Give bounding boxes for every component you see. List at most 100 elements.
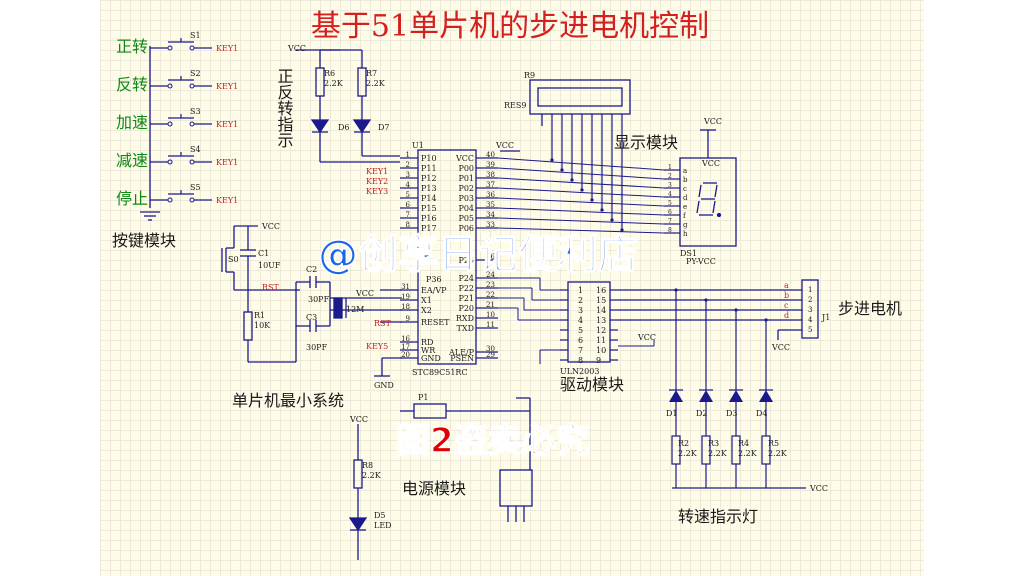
uln-left-pin-num: 1 [578, 286, 583, 295]
mcu-left-pin-num: 1 [406, 151, 410, 159]
mcu-right-pin-name: RXD [456, 314, 474, 323]
mcu-left-pin-name: P14 [421, 194, 437, 203]
mcu-right-pin-num: 21 [486, 301, 495, 309]
c3-ref: C3 [306, 313, 317, 322]
mcu-right-pin-num: 38 [486, 171, 495, 179]
mcu-left-pin-name: WR [421, 346, 436, 355]
speed-res-value: 2.2K [708, 449, 728, 458]
mcu-right-pin-num: 36 [486, 191, 495, 199]
mcu-right-pin-name: P00 [458, 164, 474, 173]
button-ref: S5 [190, 183, 201, 192]
driver-module-label: 驱动模块 [560, 375, 624, 394]
seg-pin-name: h [683, 230, 688, 238]
mcu-right-pin-name: P24 [458, 274, 474, 283]
button-contact [167, 83, 173, 89]
button-contact [167, 121, 173, 127]
seg-pin-name: a [683, 167, 687, 175]
mcu-left-pin-name: X1 [421, 296, 432, 305]
mcu-key5-net: KEY5 [366, 342, 388, 351]
speed-led-ref: D4 [756, 409, 768, 418]
seg-pin-num: 1 [668, 164, 672, 171]
button-contact [167, 45, 173, 51]
schematic-title: 基于51单片机的步进电机控制 [311, 9, 709, 44]
seg-part: PY-VCC [686, 257, 716, 266]
speed-led-ref: D1 [666, 409, 678, 418]
display-bus-line [497, 227, 665, 234]
speed-res-ref: R4 [738, 439, 749, 448]
button-net: KEY1 [216, 82, 238, 91]
button-ref: S4 [190, 145, 201, 154]
speed-vcc: VCC [809, 484, 828, 493]
mcu-key3-net: KEY3 [366, 187, 388, 196]
mcu-left-pin-name: RESET [421, 318, 450, 327]
warning-watermark: 图2盗卖必究 [396, 421, 590, 461]
mcu-left-pin-num: 6 [406, 201, 411, 209]
uln-right-pin-num: 12 [596, 326, 606, 335]
seg-pin-name: b [683, 176, 688, 184]
mcu-left-pin-name: P15 [421, 204, 437, 213]
display-bus-junction [590, 198, 594, 202]
mcu-right-pin-name: VCC [455, 154, 474, 163]
r7-ref: R7 [366, 69, 377, 78]
mcu-left-pin-num: 9 [406, 315, 410, 323]
crystal-value: 12M [346, 305, 364, 314]
uln-right-pin-num: 16 [596, 286, 606, 295]
motor-pin-num: 3 [808, 306, 812, 314]
mcu-left-pin-num: 7 [406, 211, 410, 219]
button-net: KEY1 [216, 120, 238, 129]
mcu-left-pin-num: 19 [401, 293, 410, 301]
mcu-left-pin-num: 3 [406, 171, 410, 179]
display-bus-line [497, 207, 665, 216]
c2-value: 30PF [308, 295, 330, 304]
seg-vcc-top: VCC [703, 117, 722, 126]
r8-ref: R8 [362, 461, 373, 470]
key-module [140, 46, 160, 221]
mcu-left-pin-name: P12 [421, 174, 437, 183]
c1-value: 10UF [258, 261, 281, 270]
mcu-left-pin-name: P16 [421, 214, 437, 223]
mcu-gnd-label: GND [374, 381, 394, 390]
mcu-right-pin-num: 37 [486, 181, 495, 189]
button-contact [189, 83, 195, 89]
direction-led-block [296, 49, 400, 163]
button-contact [167, 197, 173, 203]
mcu-right-pin-num: 24 [486, 271, 495, 279]
dir-vcc-label: VCC [287, 44, 306, 53]
seven-seg-display [679, 129, 737, 247]
mcu-left-pin-num: 2 [406, 161, 410, 169]
uln-right-pin-num: 10 [596, 346, 606, 355]
speed-led-diode [669, 390, 683, 402]
button-ref: S1 [190, 31, 201, 40]
mcu-right-pin-name: P06 [458, 224, 474, 233]
motor-phase-label: a [784, 281, 789, 290]
resistor-network [529, 79, 631, 126]
uln-right-pin-num: 14 [596, 306, 606, 315]
display-module-label: 显示模块 [614, 133, 678, 152]
seg-pin-num: 3 [668, 182, 672, 189]
mcu-body [417, 149, 477, 365]
mcu-right-pin-name: P22 [458, 284, 474, 293]
display-bus-junction [570, 178, 574, 182]
speed-led-ref: D2 [696, 409, 708, 418]
j1-ref: J1 [821, 313, 830, 322]
mcu-left-pin-num: 20 [401, 351, 410, 359]
min-system-label: 单片机最小系统 [232, 391, 344, 410]
mcu-right-pin-name: P25 [458, 256, 474, 265]
button-net: KEY1 [216, 158, 238, 167]
uln-left-pin-num: 7 [578, 346, 583, 355]
seg-pin-name: c [683, 185, 687, 193]
display-bus-wires [497, 157, 665, 234]
speed-res-ref: R2 [678, 439, 689, 448]
mcu-right-pin-name: P02 [458, 184, 474, 193]
d6-ref: D6 [338, 123, 350, 132]
button-contact [189, 121, 195, 127]
mcu-left-pin-num: 31 [401, 283, 410, 291]
button-net: KEY1 [216, 44, 238, 53]
rst-net-2: RST [374, 319, 392, 328]
